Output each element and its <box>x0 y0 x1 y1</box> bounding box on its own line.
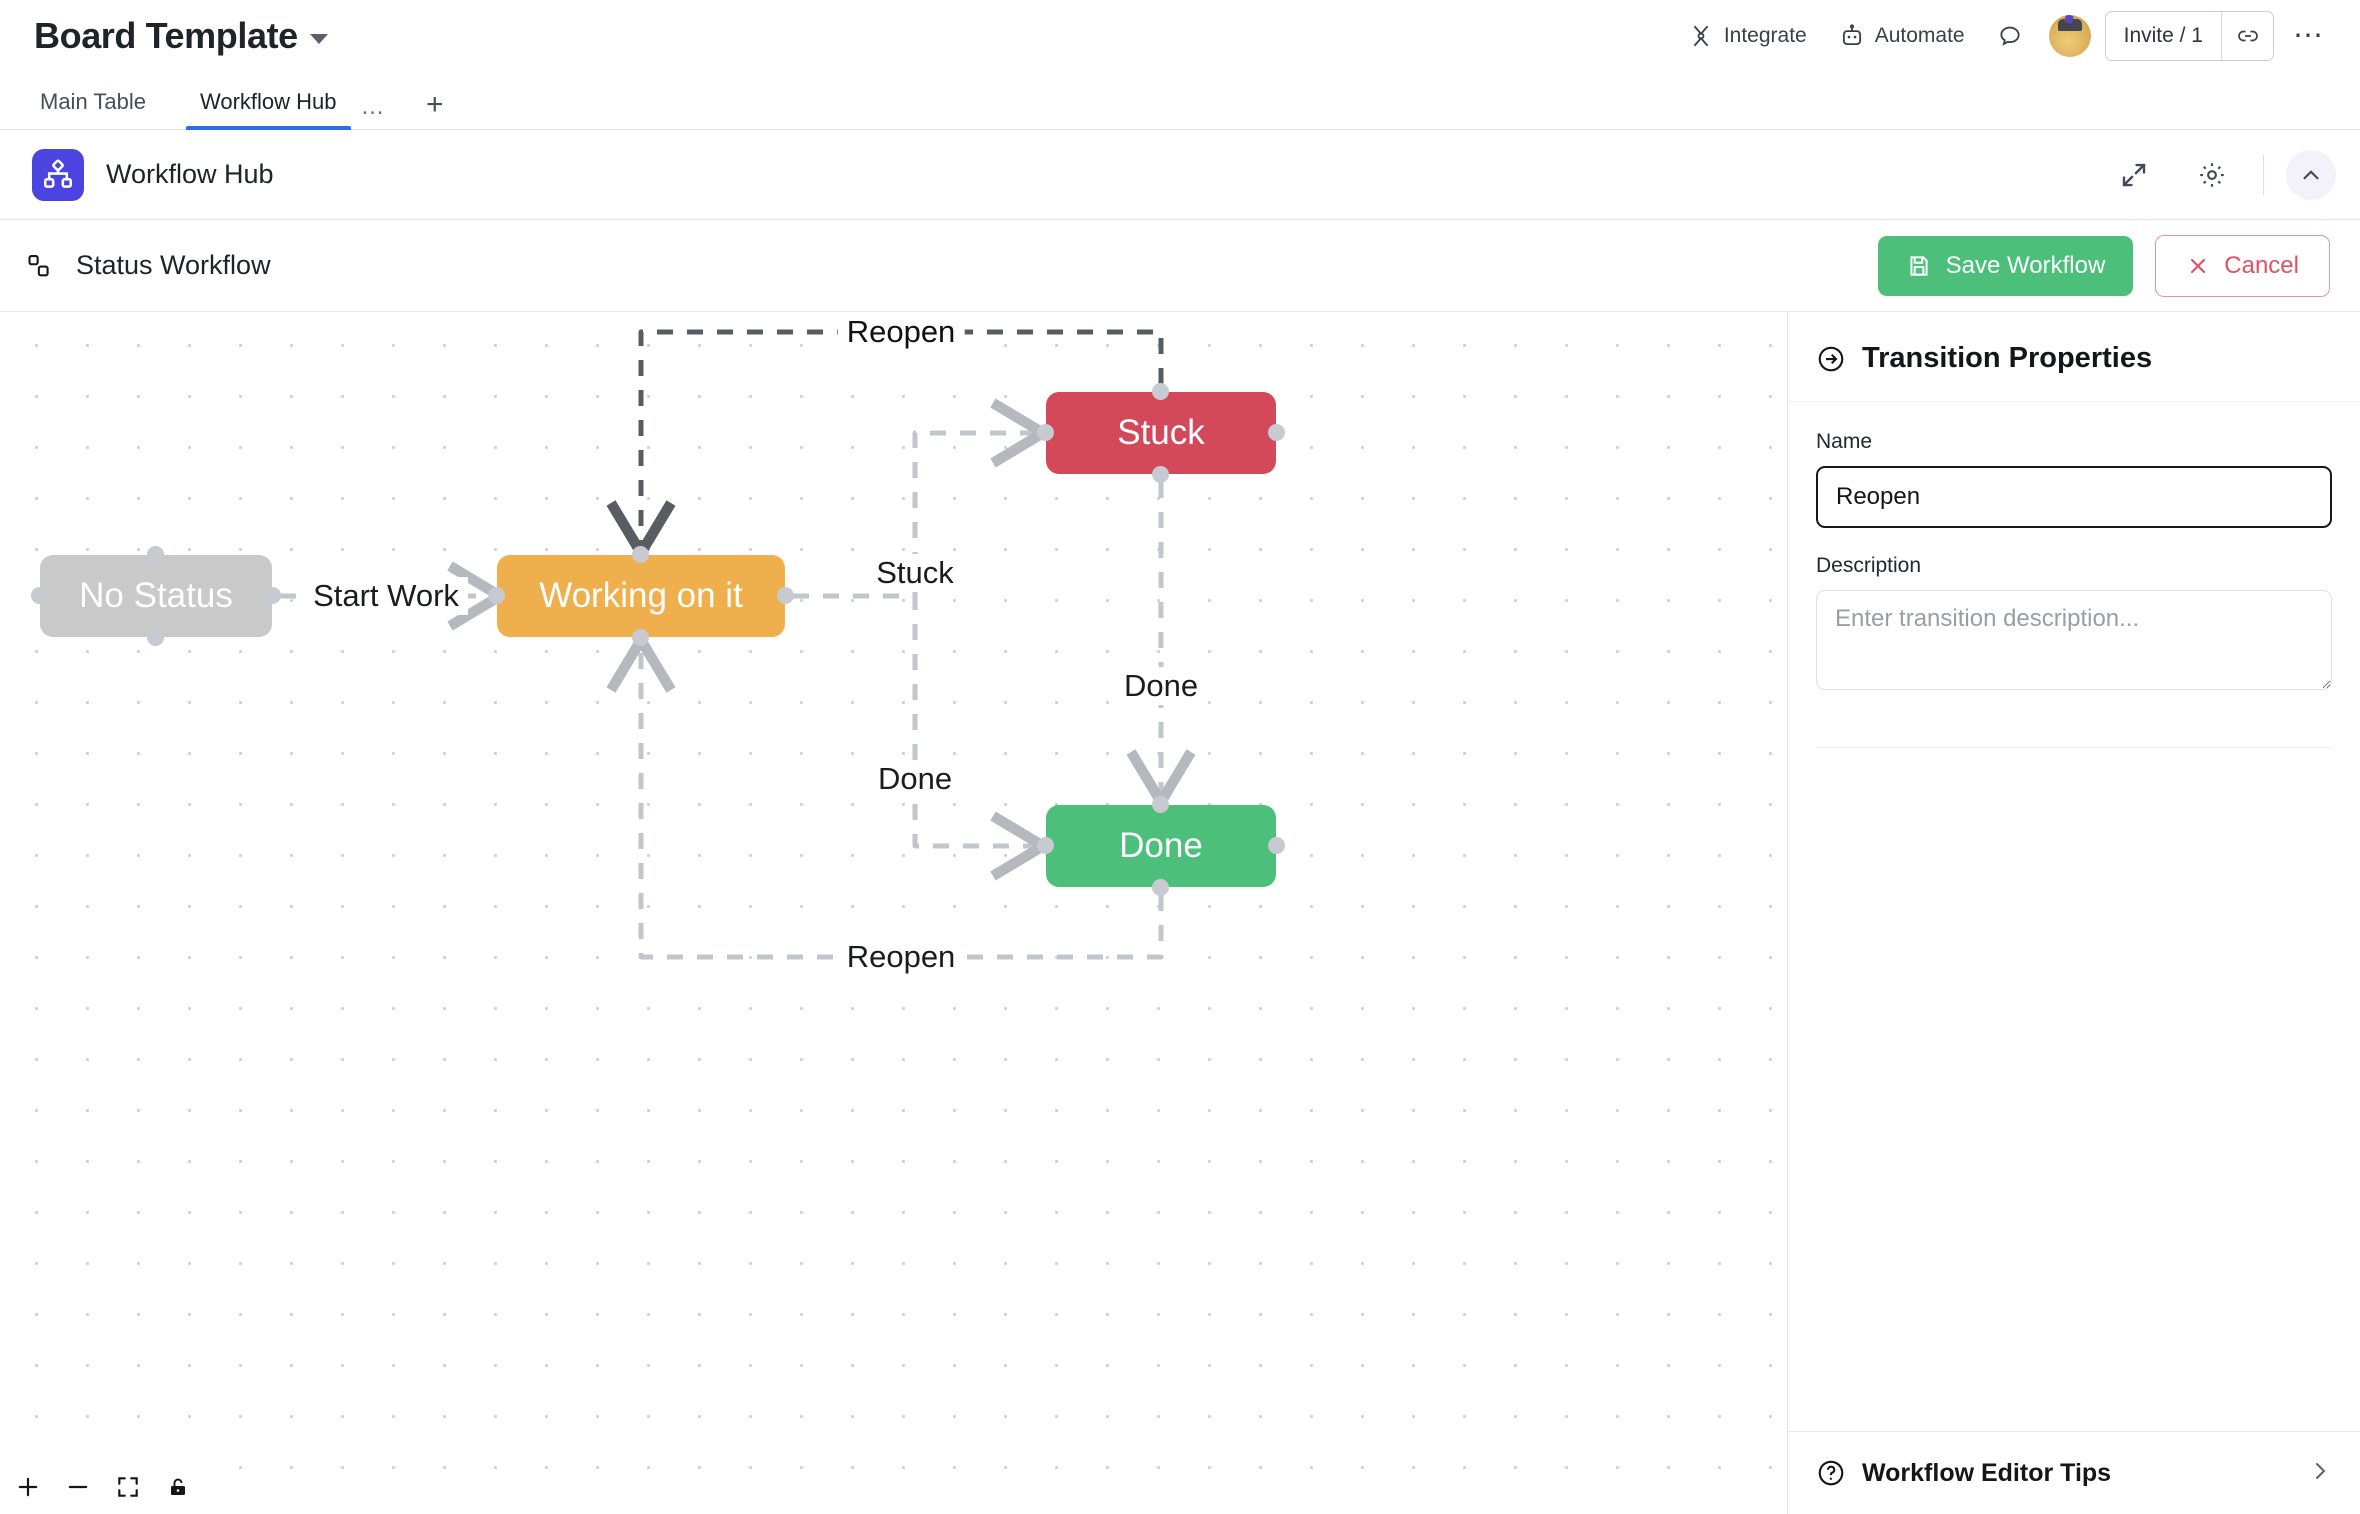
question-circle-icon <box>1816 1458 1846 1488</box>
transition-description-textarea[interactable] <box>1816 590 2332 690</box>
workflow-editor-tips-label: Workflow Editor Tips <box>1862 1458 2112 1487</box>
node-handle-left[interactable] <box>1037 424 1054 441</box>
edge-label-reopen-stuck[interactable]: Reopen <box>837 313 965 351</box>
zoom-out-icon[interactable] <box>56 1465 100 1509</box>
node-label: Done <box>1119 826 1203 865</box>
description-field-label: Description <box>1816 554 1922 577</box>
transition-properties-panel: Transition Properties Name Description W… <box>1787 312 2360 1514</box>
edge-label-reopen-done[interactable]: Reopen <box>837 938 965 976</box>
workflow-edges <box>280 329 1787 960</box>
node-label: Working on it <box>539 576 743 615</box>
panel-title: Transition Properties <box>1862 342 2153 374</box>
workflow-hub-logo <box>32 148 84 201</box>
tab-bar: Main Table Workflow Hub … + <box>0 72 2360 130</box>
workflow-title-group: Status Workflow <box>16 250 271 281</box>
save-workflow-button[interactable]: Save Workflow <box>1877 235 2134 296</box>
top-bar: Board Template Integrate Auto <box>0 0 2360 72</box>
node-handle-bottom[interactable] <box>1152 879 1169 896</box>
node-handle-top[interactable] <box>147 546 164 563</box>
panel-divider <box>1816 747 2332 748</box>
node-handle-right[interactable] <box>264 587 281 604</box>
workflow-title: Status Workflow <box>76 250 271 280</box>
node-handle-top[interactable] <box>1152 796 1169 813</box>
panel-header: Transition Properties <box>1788 312 2360 402</box>
node-handle-left[interactable] <box>488 587 505 604</box>
automate-robot-icon <box>1839 23 1865 49</box>
add-tab-button[interactable]: + <box>426 88 444 121</box>
node-handle-right[interactable] <box>1268 837 1285 854</box>
workflow-node-stuck[interactable]: Stuck <box>1037 383 1285 483</box>
workflow-toolbar: Status Workflow Save Workflow Cancel <box>0 220 2360 312</box>
save-workflow-label: Save Workflow <box>1945 251 2106 279</box>
app-header-title: Workflow Hub <box>106 159 274 189</box>
workflow-node-done[interactable]: Done <box>1037 796 1285 896</box>
board-title: Board Template <box>34 15 298 56</box>
chevron-up-icon[interactable] <box>2286 149 2336 200</box>
board-title-group[interactable]: Board Template <box>34 15 328 57</box>
workflow-node-working-on-it[interactable]: Working on it <box>488 546 794 646</box>
more-options-icon[interactable]: ⋯ <box>2293 19 2325 52</box>
node-handle-bottom[interactable] <box>147 629 164 646</box>
link-icon[interactable] <box>2221 12 2273 60</box>
node-handle-bottom[interactable] <box>632 629 649 646</box>
workflow-toolbar-actions: Save Workflow Cancel <box>1877 234 2330 297</box>
automate-button[interactable]: Automate <box>1823 15 1981 57</box>
integrate-label: Integrate <box>1723 24 1807 47</box>
chat-bubble-icon[interactable] <box>1987 13 2033 59</box>
save-disk-icon <box>1906 253 1932 279</box>
top-bar-actions: Integrate Automate Invite / 1 <box>1672 11 2334 61</box>
chevron-down-icon[interactable] <box>309 34 328 44</box>
app-header-actions <box>2095 149 2336 200</box>
workflow-nodes-icon <box>26 252 54 280</box>
node-handle-top[interactable] <box>632 546 649 563</box>
zoom-in-icon[interactable] <box>6 1465 50 1509</box>
edge-label-done-stuck-to-done[interactable]: Done <box>1114 667 1208 705</box>
workflow-editor-tips-button[interactable]: Workflow Editor Tips <box>1788 1431 2360 1514</box>
gear-icon[interactable] <box>2187 150 2237 200</box>
node-handle-left[interactable] <box>31 587 48 604</box>
workflow-node-no-status[interactable]: No Status <box>31 546 281 646</box>
panel-body: Name Description <box>1788 402 2360 1431</box>
node-label: No Status <box>79 576 233 615</box>
edge-label-start-work[interactable]: Start Work <box>304 577 468 615</box>
fit-view-icon[interactable] <box>106 1465 150 1509</box>
chevron-right-icon <box>2308 1459 2332 1488</box>
workflow-canvas[interactable]: No Status Working on it Stuck Done Start… <box>0 312 1787 1514</box>
tab-workflow-hub[interactable]: Workflow Hub <box>186 89 351 130</box>
automate-label: Automate <box>1874 24 1965 47</box>
node-handle-right[interactable] <box>777 587 794 604</box>
edge-label-stuck[interactable]: Stuck <box>867 554 963 592</box>
name-field-label: Name <box>1816 430 1873 453</box>
transition-name-input[interactable] <box>1816 466 2332 528</box>
node-handle-left[interactable] <box>1037 837 1054 854</box>
arrow-right-circle-icon <box>1816 344 1846 374</box>
node-handle-top[interactable] <box>1152 383 1169 400</box>
expand-fullscreen-icon[interactable] <box>2109 150 2159 200</box>
tab-main-table[interactable]: Main Table <box>40 89 146 114</box>
node-label: Stuck <box>1117 413 1205 452</box>
close-x-icon <box>2186 254 2210 278</box>
node-handle-bottom[interactable] <box>1152 466 1169 483</box>
lock-icon[interactable] <box>156 1465 200 1509</box>
cancel-label: Cancel <box>2224 251 2299 279</box>
invite-group: Invite / 1 <box>2104 11 2274 61</box>
divider <box>2263 154 2264 195</box>
app-header: Workflow Hub <box>0 130 2360 220</box>
cancel-button[interactable]: Cancel <box>2155 234 2330 297</box>
integrate-button[interactable]: Integrate <box>1672 15 1823 57</box>
tab-more-icon[interactable]: … <box>360 93 387 120</box>
canvas-controls <box>0 1460 200 1514</box>
integrate-icon <box>1688 23 1714 49</box>
node-handle-right[interactable] <box>1268 424 1285 441</box>
edge-label-done-working-to-done[interactable]: Done <box>868 760 962 798</box>
invite-button[interactable]: Invite / 1 <box>2123 24 2203 47</box>
avatar[interactable] <box>2048 15 2091 57</box>
